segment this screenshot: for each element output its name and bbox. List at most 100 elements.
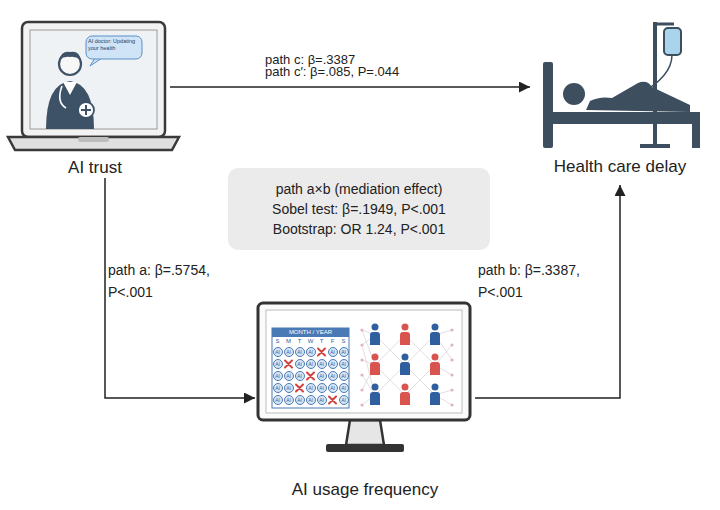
calendar-day: AI [295, 395, 305, 405]
doctor-icon [78, 102, 94, 118]
network-links [360, 373, 363, 376]
person-icon [400, 392, 410, 405]
calendar-day: AI [306, 383, 316, 393]
monitor-icon [346, 420, 384, 445]
calendar-day: AI [284, 383, 294, 393]
person-icon [370, 324, 380, 346]
missed-day-mark [296, 385, 303, 392]
variable-node: Health care delay [530, 18, 710, 185]
calendar-day: AI [339, 347, 349, 357]
network-links [360, 388, 363, 391]
calendar-day: AI [306, 347, 316, 357]
person-icon [400, 354, 410, 376]
calendar-day: AI [328, 347, 338, 357]
network-links [450, 388, 453, 391]
calendar-day: AI [339, 359, 349, 369]
network-links [360, 328, 453, 406]
calendar-day: AI [273, 371, 283, 381]
weekday-letter: S [338, 337, 349, 346]
person-icon [430, 392, 440, 405]
bubble-text: AI doctor: Updating your health [88, 38, 140, 51]
connector-arrow [105, 178, 255, 398]
doctor-icon [59, 52, 81, 60]
calendar-frame [272, 328, 349, 408]
calendar-day: AI [328, 371, 338, 381]
person-icon [370, 354, 380, 376]
variable-label: AI trust [20, 158, 170, 178]
hospital-bed-icon [543, 22, 700, 148]
laptop-icon [22, 22, 165, 137]
variable-label: Health care delay [530, 157, 710, 177]
network-links [362, 330, 452, 405]
person-icon [370, 392, 380, 405]
person-icon [400, 362, 410, 375]
laptop-icon [78, 137, 109, 142]
calendar-day: AI [273, 347, 283, 357]
network-links [450, 403, 453, 406]
statistic-text: path a×b (mediation effect) [276, 179, 443, 199]
missed-day-mark [318, 349, 325, 356]
hospital-bed-icon [692, 112, 700, 148]
monitor-icon [326, 444, 404, 452]
statistic-text: Sobel test: β=.1949, P<.001 [272, 199, 446, 219]
network-links [450, 328, 453, 331]
person-icon [432, 354, 439, 361]
person-icon [430, 384, 440, 406]
person-icon [372, 384, 379, 391]
doctor-icon [60, 86, 66, 108]
hospital-bed-icon [586, 82, 690, 112]
connector-arrow [170, 86, 530, 88]
weekday-letter: F [327, 337, 338, 346]
person-icon [400, 332, 410, 345]
path-coefficient: path b: β=.3387, P<.001 [478, 259, 592, 303]
calendar-day: AI [328, 383, 338, 393]
person-icon [430, 324, 440, 346]
calendar-day: AI [317, 371, 327, 381]
person-icon [432, 324, 439, 331]
weekday-letter: T [294, 337, 305, 346]
network-links [360, 403, 363, 406]
person-icon [430, 354, 440, 376]
doctor-icon [63, 82, 77, 95]
speech-bubble [86, 36, 142, 59]
calendar-day: AI [295, 359, 305, 369]
person-icon [402, 384, 409, 391]
missed-day-mark [329, 397, 336, 404]
doctor-icon [81, 105, 91, 115]
doctor-icon [46, 81, 94, 129]
calendar-frame [272, 328, 349, 408]
network-links [360, 343, 363, 346]
calendar-day: AI [306, 359, 316, 369]
path-coefficient: path a: β=.5754, P<.001 [108, 259, 222, 303]
person-icon [400, 384, 410, 406]
calendar-day: AI [339, 395, 349, 405]
monitor-icon [258, 303, 470, 452]
weekday-letter: T [316, 337, 327, 346]
person-icon [370, 362, 380, 375]
calendar-day: AI [273, 395, 283, 405]
laptop-icon [30, 30, 157, 129]
doctor-icon [46, 52, 94, 129]
network-links [450, 343, 453, 346]
calendar-day: AI [295, 347, 305, 357]
person-icon [370, 332, 380, 345]
connector-arrow [475, 185, 620, 398]
hospital-bed-icon [640, 144, 670, 148]
calendar-header: MONTH / YEAR [272, 328, 349, 337]
laptop-icon [8, 22, 179, 150]
person-icon [372, 354, 379, 361]
calendar-day: AI [295, 371, 305, 381]
person-icon [430, 362, 440, 375]
calendar-day: AI [317, 395, 327, 405]
laptop-icon [8, 137, 179, 150]
path-coefficient: path c′: β=.085, P=.044 [265, 64, 399, 80]
monitor-icon [258, 303, 470, 420]
person-icon [402, 324, 409, 331]
network-links [360, 358, 363, 361]
network-links [360, 328, 453, 406]
person-icon [430, 332, 440, 345]
calendar-day: AI [306, 395, 316, 405]
calendar-day: AI [328, 359, 338, 369]
network-links [450, 358, 453, 361]
